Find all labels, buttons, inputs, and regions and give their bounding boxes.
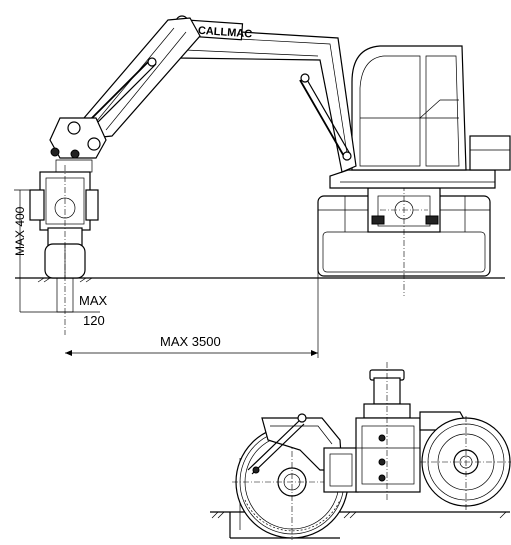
wheel-saw-detail — [210, 362, 511, 540]
undercarriage — [317, 185, 491, 296]
height-dimension: MAX 400 — [13, 189, 40, 278]
attachment-vertical — [29, 165, 99, 335]
operator-cab — [351, 45, 467, 171]
saw-frame — [247, 413, 359, 493]
height-label: MAX 400 — [13, 206, 27, 256]
depth-label-line1: MAX — [79, 293, 108, 308]
excavator-side-view: CALLMAC — [13, 15, 511, 358]
depth-label-line2: 120 — [83, 313, 105, 328]
linkage — [49, 117, 107, 173]
reach-dimension: MAX 3500 — [65, 270, 319, 358]
turret — [329, 135, 511, 189]
depth-dimension: MAX 120 — [19, 278, 108, 328]
reach-label: MAX 3500 — [160, 334, 221, 349]
arm — [79, 17, 201, 139]
drive-wheel — [419, 411, 511, 512]
cut-hatch — [211, 511, 507, 519]
boom: CALLMAC — [174, 15, 357, 173]
gearbox — [355, 362, 421, 500]
brand-label: CALLMAC — [197, 25, 252, 41]
